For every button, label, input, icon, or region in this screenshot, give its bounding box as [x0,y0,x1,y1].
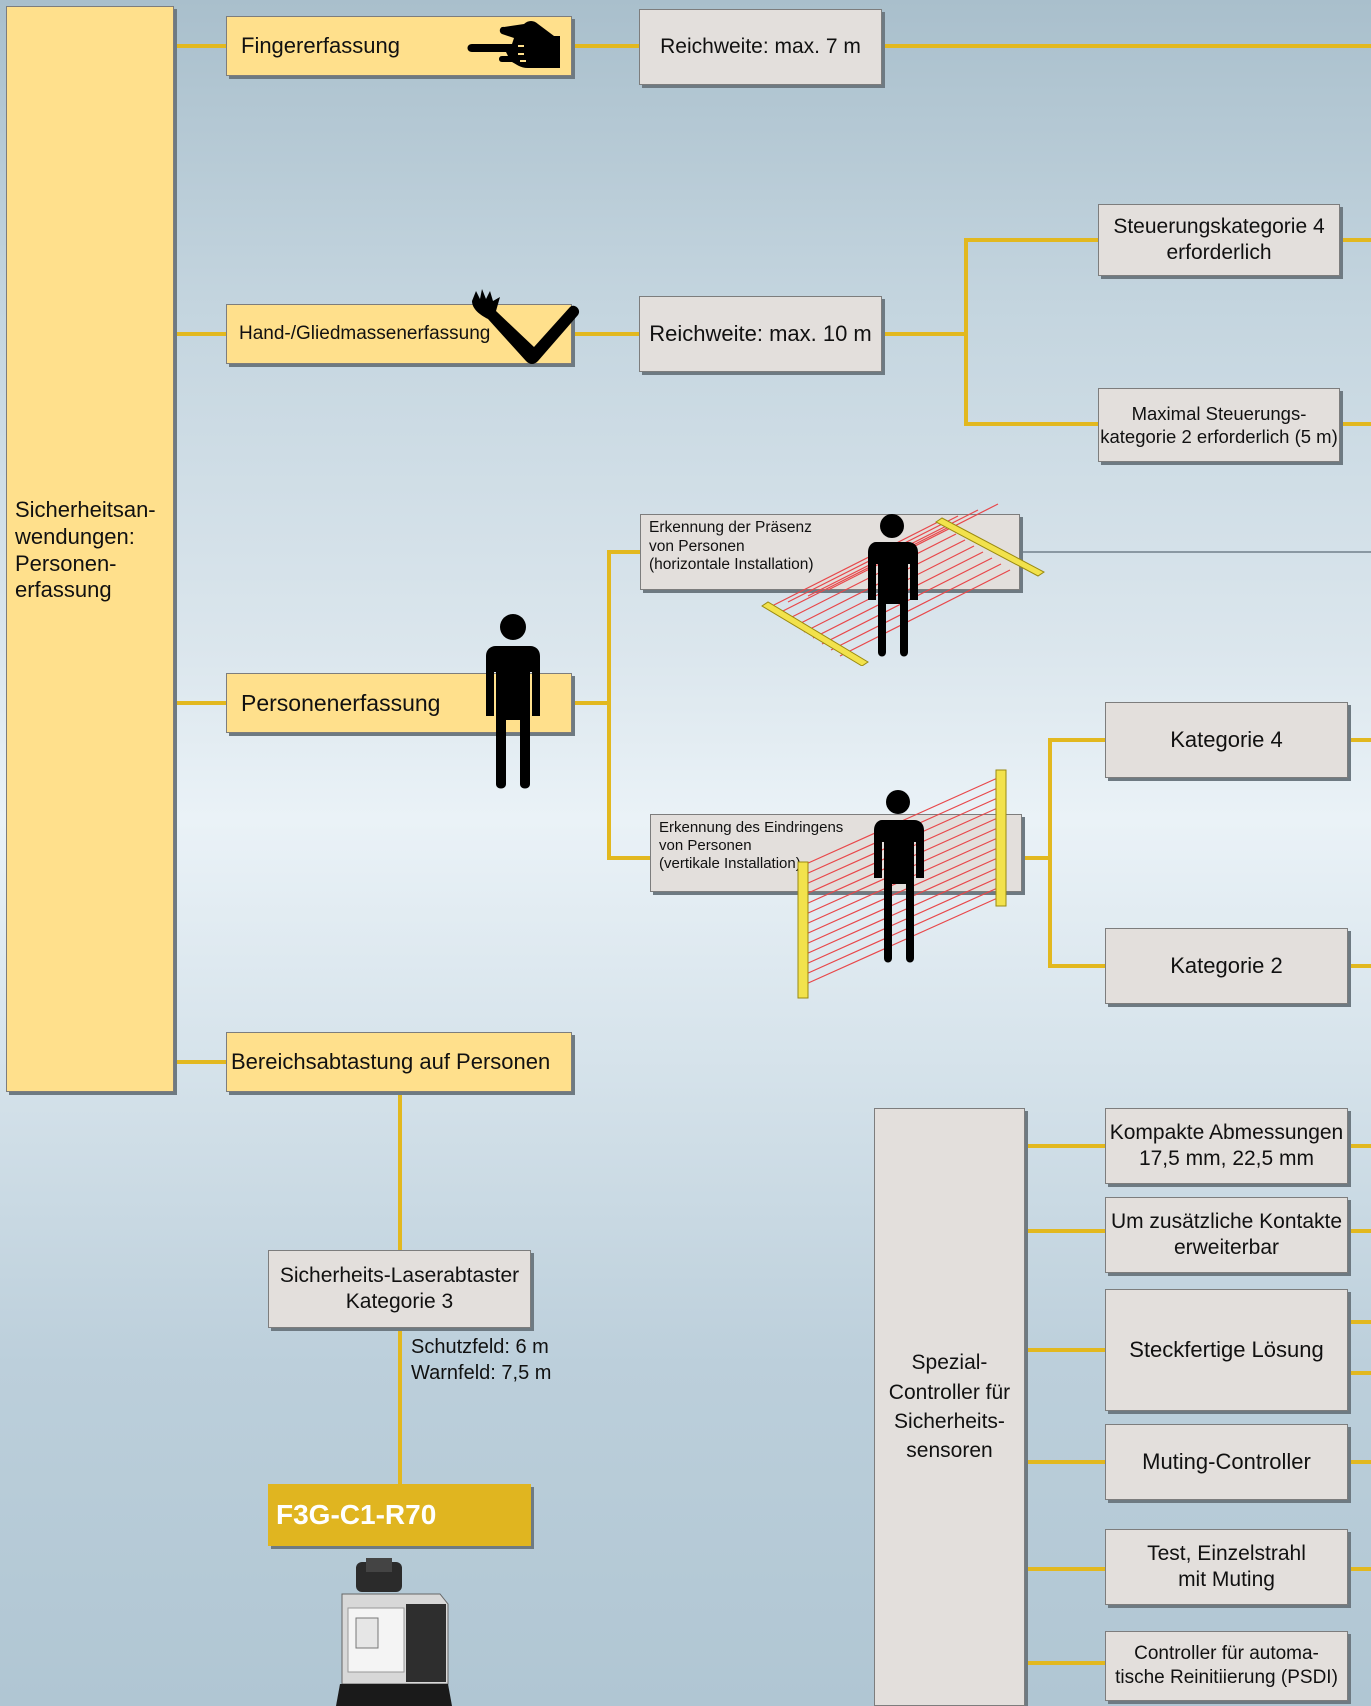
control-category-2-box: Maximal Steuerungs- kategorie 2 erforder… [1098,388,1340,462]
feature-line: mit Muting [1178,1568,1275,1591]
presence-line: Erkennung der Präsenz [649,519,812,536]
laser-field-info: Schutzfeld: 6 m Warnfeld: 7,5 m [411,1334,551,1386]
product-model-label: F3G-C1-R70 [268,1484,531,1546]
safety-controller-box: Spezial- Controller für Sicherheits- sen… [874,1108,1025,1706]
finger-range-box: Reichweite: max. 7 m [639,9,882,85]
feature-line: Um zusätzliche Kontakte [1110,1209,1343,1233]
kategorie-2-box: Kategorie 2 [1105,928,1348,1004]
root-line: erfassung [15,577,112,603]
feature-psdi-box: Controller für automa- tische Reinitiier… [1105,1631,1348,1701]
light-curtain-horizontal-icon [761,503,1045,666]
intrusion-detection-box: Erkennung des Eindringens von Personen (… [650,814,1022,892]
kategorie-4-label: Kategorie 4 [1170,727,1283,753]
root-line: Sicherheitsan- [15,497,156,522]
laser-scanner-line: Sicherheits-Laserabtaster [279,1263,520,1287]
feature-expandable-box: Um zusätzliche Kontakte erweiterbar [1105,1197,1348,1273]
laser-scanner-line: Kategorie 3 [345,1290,454,1313]
root-line: Personen- [15,550,117,576]
kategorie-2-label: Kategorie 2 [1170,953,1283,979]
laser-field-line: Warnfeld: 7,5 m [411,1362,552,1384]
feature-line: Test, Einzelstrahl [1147,1541,1306,1565]
control-cat2-line: Maximal Steuerungs- [1131,402,1307,424]
feature-compact-box: Kompakte Abmessungen 17,5 mm, 22,5 mm [1105,1108,1348,1184]
feature-line: tische Reinitiierung (PSDI) [1115,1667,1338,1688]
intrusion-line: von Personen [659,837,752,854]
presence-line: von Personen [649,537,745,555]
control-cat4-line: Steuerungskategorie 4 [1113,214,1325,238]
hand-range-box: Reichweite: max. 10 m [639,296,882,372]
feature-muting-box: Muting-Controller [1105,1424,1348,1500]
control-cat2-line: kategorie 2 erforderlich (5 m) [1100,426,1338,447]
presence-line: (horizontale Installation) [649,556,814,574]
controller-title-line: Controller für [888,1380,1011,1404]
root-category-box: Sicherheitsan- wendungen: Personen- erfa… [6,6,174,1092]
area-scanning-label: Bereichsabtastung auf Personen [231,1049,551,1075]
light-curtain-vertical-icon [797,769,1007,999]
root-line: wendungen: [15,523,135,549]
person-detection-label: Personenerfassung [241,689,441,716]
feature-line: erweiterbar [1173,1236,1280,1259]
hand-range-label: Reichweite: max. 10 m [649,321,872,347]
kategorie-4-box: Kategorie 4 [1105,702,1348,778]
intrusion-line: Erkennung des Eindringens [659,819,844,836]
control-category-4-box: Steuerungskategorie 4 erforderlich [1098,204,1340,276]
laser-field-line: Schutzfeld: 6 m [411,1336,549,1358]
hand-detection-label: Hand-/Gliedmassenerfassung [239,323,491,345]
control-cat4-line: erforderlich [1166,241,1272,264]
waving-arm-icon [472,289,580,364]
laser-scanner-box: Sicherheits-Laserabtaster Kategorie 3 [268,1250,531,1328]
controller-title-line: Spezial- [911,1351,988,1375]
feature-line: Controller für automa- [1134,1643,1319,1665]
area-scanning-box: Bereichsabtastung auf Personen [226,1032,572,1092]
feature-line: Kompakte Abmessungen [1109,1120,1344,1144]
pointing-hand-icon [467,21,560,68]
feature-line: 17,5 mm, 22,5 mm [1138,1147,1315,1170]
product-model-text: F3G-C1-R70 [276,1499,437,1530]
finger-detection-label: Fingererfassung [241,33,400,59]
laser-scanner-device-icon [336,1558,452,1706]
intrusion-line: (vertikale Installation) [659,855,801,872]
feature-line: Steckfertige Lösung [1129,1337,1324,1363]
feature-plugin-box: Steckfertige Lösung [1105,1289,1348,1411]
person-icon [486,614,540,789]
feature-test-box: Test, Einzelstrahl mit Muting [1105,1529,1348,1605]
controller-title-line: Sicherheits- [894,1410,1005,1433]
finger-range-label: Reichweite: max. 7 m [660,34,861,58]
feature-line: Muting-Controller [1142,1449,1311,1475]
controller-title-line: sensoren [906,1439,993,1463]
